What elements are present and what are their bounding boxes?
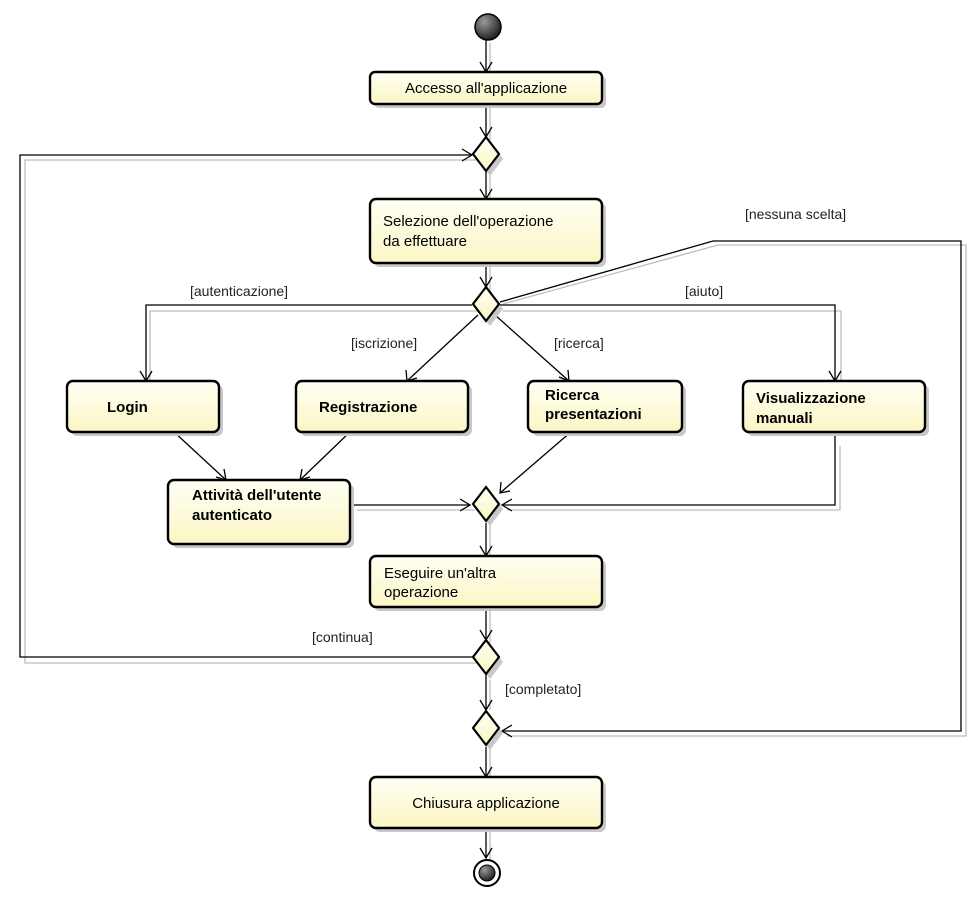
guard-ricerca: [ricerca] bbox=[554, 335, 604, 351]
action-selezione-line1: Selezione dell'operazione bbox=[383, 213, 554, 230]
merge-node-top bbox=[471, 135, 503, 176]
guard-completato: [completato] bbox=[505, 681, 581, 697]
edge-visualizzazione-merge bbox=[502, 431, 836, 506]
action-login-label: Login bbox=[107, 399, 148, 416]
decision-node-operation bbox=[471, 285, 503, 326]
edge-decision-login bbox=[145, 304, 472, 381]
action-selezione: Selezione dell'operazione da effettuare bbox=[368, 197, 606, 267]
action-eseguire-line1: Eseguire un'altra bbox=[384, 565, 497, 582]
guard-continua: [continua] bbox=[312, 629, 373, 645]
merge-node-bottom bbox=[471, 709, 503, 750]
guard-autenticazione: [autenticazione] bbox=[190, 283, 288, 299]
edge-shadows bbox=[24, 43, 967, 860]
edge-ricerca-merge bbox=[499, 430, 573, 494]
action-login: Login bbox=[65, 379, 223, 436]
action-accesso: Accesso all'applicazione bbox=[368, 70, 606, 108]
final-node bbox=[473, 859, 501, 887]
action-attivita-line2: autenticato bbox=[192, 507, 272, 524]
guard-aiuto: [aiuto] bbox=[685, 283, 723, 299]
guard-iscrizione: [iscrizione] bbox=[351, 335, 417, 351]
initial-node bbox=[474, 13, 502, 41]
action-registrazione-label: Registrazione bbox=[319, 399, 417, 416]
action-selezione-line2: da effettuare bbox=[383, 233, 467, 250]
action-registrazione: Registrazione bbox=[294, 379, 472, 436]
action-chiusura: Chiusura applicazione bbox=[368, 775, 606, 832]
action-chiusura-label: Chiusura applicazione bbox=[412, 795, 560, 812]
edge-decision-nessuna-scelta bbox=[499, 240, 962, 732]
edge-login-attivita bbox=[172, 430, 227, 481]
edge-decision-ricerca bbox=[494, 314, 570, 382]
edges bbox=[19, 40, 962, 860]
action-eseguire: Eseguire un'altra operazione bbox=[368, 554, 606, 611]
action-accesso-label: Accesso all'applicazione bbox=[405, 80, 567, 97]
action-visualizzazione-line1: Visualizzazione bbox=[756, 390, 866, 407]
action-attivita-line1: Attività dell'utente bbox=[192, 487, 321, 504]
action-ricerca: Ricerca presentazioni bbox=[526, 379, 686, 436]
merge-node-middle bbox=[471, 485, 503, 526]
action-visualizzazione-line2: manuali bbox=[756, 410, 813, 427]
action-visualizzazione: Visualizzazione manuali bbox=[741, 379, 929, 436]
edge-registrazione-attivita bbox=[299, 430, 352, 481]
decision-node-continue bbox=[471, 638, 503, 679]
action-eseguire-line2: operazione bbox=[384, 584, 458, 601]
guard-nessuna-scelta: [nessuna scelta] bbox=[745, 206, 846, 222]
action-attivita: Attività dell'utente autenticato bbox=[166, 478, 354, 548]
edge-decision-visualizzazione bbox=[500, 304, 836, 381]
action-ricerca-line1: Ricerca bbox=[545, 387, 600, 404]
edge-continua-loop bbox=[19, 154, 472, 658]
action-ricerca-line2: presentazioni bbox=[545, 406, 642, 423]
edge-decision-registrazione bbox=[406, 314, 479, 382]
